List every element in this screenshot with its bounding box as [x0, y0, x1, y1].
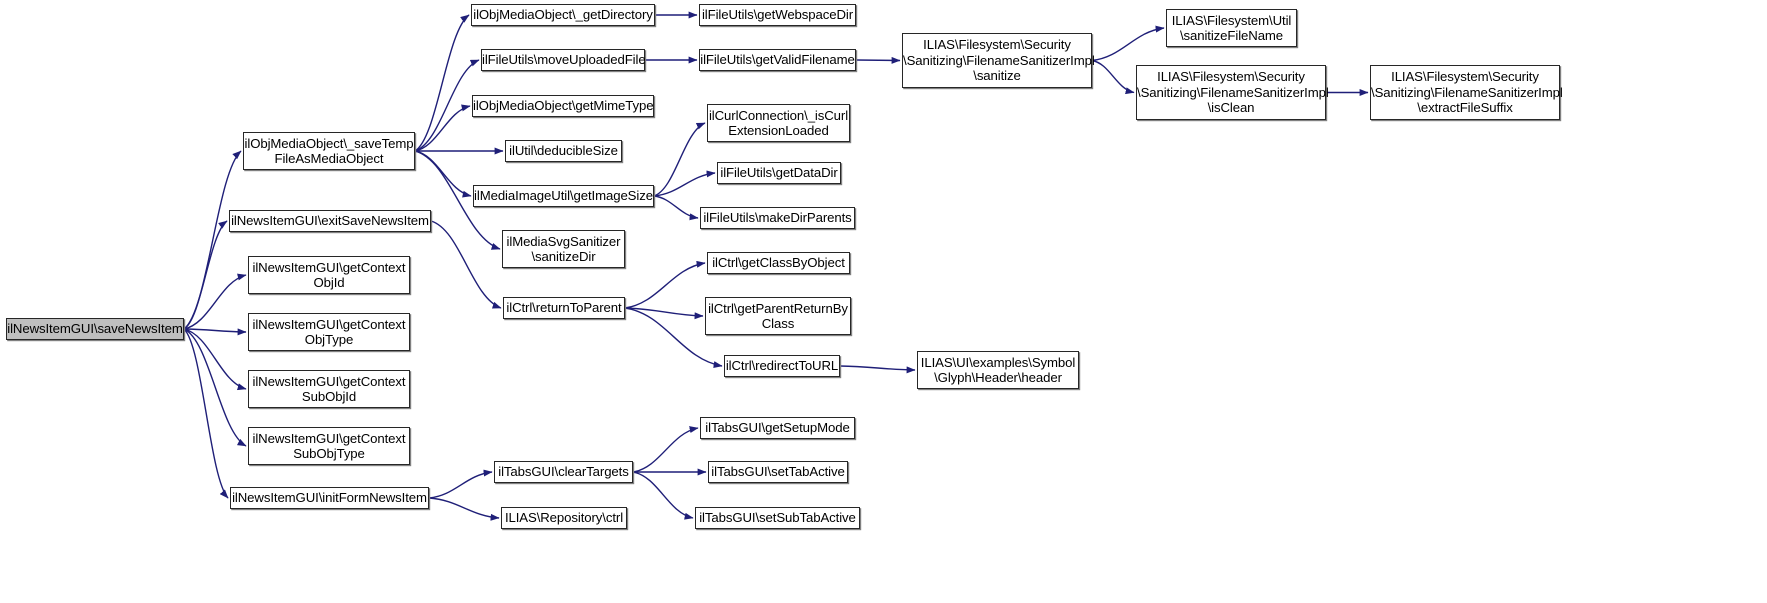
graph-node-getContextSubObjId[interactable]: ilNewsItemGUI\getContext SubObjId — [248, 370, 410, 408]
graph-node-filenameIsClean[interactable]: ILIAS\Filesystem\Security \Sanitizing\Fi… — [1136, 65, 1329, 120]
graph-node-label: ilMediaSvgSanitizer \sanitizeDir — [506, 233, 621, 265]
graph-edge-exitSaveNewsItem-to-returnToParent — [430, 220, 502, 309]
graph-node-label: ILIAS\Filesystem\Util \sanitizeFileName — [1171, 12, 1292, 44]
graph-edge-filenameSanitize-to-utilSanitizeFileName — [1091, 25, 1165, 62]
graph-edge-saveTempFileAsMediaObj-to-getMimeType — [414, 104, 471, 152]
graph-node-label: ilFileUtils\getValidFilename — [700, 52, 855, 68]
graph-node-isCurlExtensionLoaded[interactable]: ilCurlConnection\_isCurl ExtensionLoaded — [707, 104, 850, 142]
graph-edge-initFormNewsItem-to-repositoryCtrl — [428, 497, 500, 521]
graph-node-saveNewsItem[interactable]: ilNewsItemGUI\saveNewsItem — [6, 318, 184, 340]
graph-edge-clearTargets-to-getSetupMode — [632, 426, 699, 473]
graph-node-label: ilTabsGUI\setSubTabActive — [699, 510, 856, 526]
graph-node-getParentReturnByClass[interactable]: ilCtrl\getParentReturnBy Class — [705, 297, 851, 335]
graph-node-getImageSize[interactable]: ilMediaImageUtil\getImageSize — [473, 185, 654, 207]
graph-edge-getImageSize-to-isCurlExtensionLoaded — [653, 122, 706, 197]
graph-node-getSetupMode[interactable]: ilTabsGUI\getSetupMode — [700, 417, 855, 439]
graph-node-initFormNewsItem[interactable]: ilNewsItemGUI\initFormNewsItem — [230, 487, 429, 509]
graph-node-clearTargets[interactable]: ilTabsGUI\clearTargets — [494, 461, 633, 483]
graph-node-utilSanitizeFileName[interactable]: ILIAS\Filesystem\Util \sanitizeFileName — [1166, 9, 1297, 47]
graph-node-label: ilCurlConnection\_isCurl ExtensionLoaded — [708, 107, 849, 139]
graph-node-getContextSubObjType[interactable]: ilNewsItemGUI\getContext SubObjType — [248, 427, 410, 465]
graph-edge-getImageSize-to-makeDirParents — [653, 195, 699, 221]
graph-edge-saveTempFileAsMediaObj-to-getImageSize — [414, 150, 472, 198]
graph-node-label: ilMediaImageUtil\getImageSize — [474, 188, 653, 204]
graph-node-label: ILIAS\UI\examples\Symbol \Glyph\Header\h… — [920, 354, 1076, 386]
graph-node-filenameSanitize[interactable]: ILIAS\Filesystem\Security \Sanitizing\Fi… — [902, 33, 1095, 88]
graph-edge-saveNewsItem-to-saveTempFileAsMediaObj — [183, 150, 242, 330]
graph-node-label: ilNewsItemGUI\getContext SubObjType — [252, 430, 406, 462]
graph-node-saveTempFileAsMediaObj[interactable]: ilObjMediaObject\_saveTemp FileAsMediaOb… — [243, 132, 415, 170]
graph-node-getMimeType[interactable]: ilObjMediaObject\getMimeType — [472, 95, 654, 117]
graph-node-label: ilNewsItemGUI\initFormNewsItem — [232, 490, 427, 506]
graph-node-exitSaveNewsItem[interactable]: ilNewsItemGUI\exitSaveNewsItem — [229, 210, 431, 232]
graph-node-repositoryCtrl[interactable]: ILIAS\Repository\ctrl — [501, 507, 627, 529]
graph-node-label: ilTabsGUI\clearTargets — [498, 464, 629, 480]
graph-edge-initFormNewsItem-to-clearTargets — [428, 469, 493, 499]
graph-node-label: ilCtrl\redirectToURL — [725, 358, 839, 374]
graph-edge-saveTempFileAsMediaObj-to-getDirectory — [414, 14, 470, 152]
graph-edge-getValidFilename-to-filenameSanitize — [855, 56, 901, 64]
graph-edge-saveTempFileAsMediaObj-to-moveUploadedFile — [414, 59, 480, 152]
graph-node-redirectToURL[interactable]: ilCtrl\redirectToURL — [724, 355, 840, 377]
graph-node-label: ilCtrl\returnToParent — [506, 300, 622, 316]
graph-node-getContextObjType[interactable]: ilNewsItemGUI\getContext ObjType — [248, 313, 410, 351]
graph-node-setSubTabActive[interactable]: ilTabsGUI\setSubTabActive — [695, 507, 860, 529]
graph-node-getContextObjId[interactable]: ilNewsItemGUI\getContext ObjId — [248, 256, 410, 294]
graph-edge-saveNewsItem-to-getContextSubObjType — [183, 328, 247, 447]
graph-edge-saveNewsItem-to-initFormNewsItem — [183, 328, 229, 499]
graph-edge-clearTargets-to-setSubTabActive — [632, 471, 694, 520]
graph-node-getWebspaceDir[interactable]: ilFileUtils\getWebspaceDir — [699, 4, 856, 26]
graph-edge-saveNewsItem-to-getContextSubObjId — [183, 328, 247, 391]
graph-node-label: ilNewsItemGUI\getContext SubObjId — [252, 373, 406, 405]
graph-edge-redirectToURL-to-glyphHeader — [839, 365, 916, 374]
graph-node-label: ilTabsGUI\setTabActive — [711, 464, 845, 480]
graph-node-label: ilNewsItemGUI\getContext ObjId — [252, 259, 406, 291]
graph-node-label: ilFileUtils\getDataDir — [720, 165, 838, 181]
graph-node-label: ilObjMediaObject\_getDirectory — [473, 7, 653, 23]
graph-node-getDirectory[interactable]: ilObjMediaObject\_getDirectory — [471, 4, 655, 26]
graph-edge-filenameSanitize-to-filenameIsClean — [1091, 59, 1135, 95]
graph-node-deducibleSize[interactable]: ilUtil\deducibleSize — [505, 140, 622, 162]
graph-node-label: ilNewsItemGUI\saveNewsItem — [7, 321, 183, 337]
graph-node-label: ilObjMediaObject\_saveTemp FileAsMediaOb… — [244, 135, 414, 167]
graph-edge-returnToParent-to-getParentReturnByClass — [624, 307, 704, 320]
graph-node-label: ilCtrl\getClassByObject — [712, 255, 845, 271]
graph-node-label: ilObjMediaObject\getMimeType — [473, 98, 654, 114]
graph-node-sanitizeDir[interactable]: ilMediaSvgSanitizer \sanitizeDir — [502, 230, 625, 268]
graph-node-setTabActive[interactable]: ilTabsGUI\setTabActive — [708, 461, 848, 483]
graph-node-label: ilFileUtils\makeDirParents — [703, 210, 852, 226]
graph-node-extractFileSuffix[interactable]: ILIAS\Filesystem\Security \Sanitizing\Fi… — [1370, 65, 1563, 120]
graph-edge-saveNewsItem-to-getContextObjId — [183, 273, 247, 330]
graph-node-label: ilUtil\deducibleSize — [509, 143, 618, 159]
graph-node-label: ILIAS\Filesystem\Security \Sanitizing\Fi… — [903, 37, 1095, 84]
graph-edge-getImageSize-to-getDataDir — [653, 170, 716, 197]
graph-node-glyphHeader[interactable]: ILIAS\UI\examples\Symbol \Glyph\Header\h… — [917, 351, 1079, 389]
graph-edge-saveNewsItem-to-getContextObjType — [183, 328, 247, 336]
graph-node-getClassByObject[interactable]: ilCtrl\getClassByObject — [707, 252, 850, 274]
graph-node-label: ilCtrl\getParentReturnBy Class — [708, 300, 848, 332]
graph-node-label: ilNewsItemGUI\getContext ObjType — [252, 316, 406, 348]
graph-node-label: ilTabsGUI\getSetupMode — [705, 420, 850, 436]
graph-edge-returnToParent-to-getClassByObject — [624, 260, 706, 309]
graph-node-label: ilFileUtils\moveUploadedFile — [482, 52, 646, 68]
graph-node-label: ilFileUtils\getWebspaceDir — [701, 7, 854, 23]
graph-node-label: ilNewsItemGUI\exitSaveNewsItem — [231, 213, 429, 229]
graph-node-makeDirParents[interactable]: ilFileUtils\makeDirParents — [700, 207, 855, 229]
graph-edge-saveNewsItem-to-exitSaveNewsItem — [183, 220, 228, 330]
graph-node-label: ILIAS\Filesystem\Security \Sanitizing\Fi… — [1371, 69, 1563, 116]
graph-node-moveUploadedFile[interactable]: ilFileUtils\moveUploadedFile — [481, 49, 646, 71]
graph-node-label: ILIAS\Repository\ctrl — [504, 510, 624, 526]
graph-node-getValidFilename[interactable]: ilFileUtils\getValidFilename — [699, 49, 856, 71]
graph-node-getDataDir[interactable]: ilFileUtils\getDataDir — [717, 162, 841, 184]
graph-node-returnToParent[interactable]: ilCtrl\returnToParent — [503, 297, 625, 319]
graph-node-label: ILIAS\Filesystem\Security \Sanitizing\Fi… — [1137, 69, 1329, 116]
